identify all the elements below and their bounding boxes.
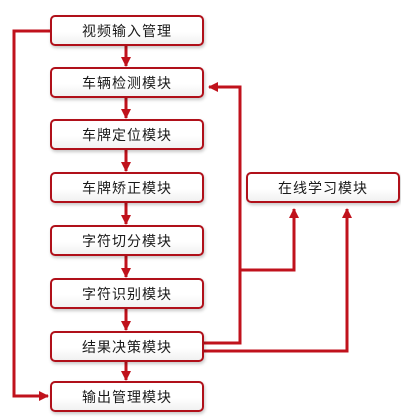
char-segment-label: 字符切分模块: [82, 233, 172, 250]
char-segment-module: 字符切分模块: [50, 225, 204, 256]
char-recognize-module: 字符识别模块: [50, 278, 204, 309]
plate-locate-label: 车牌定位模块: [82, 127, 172, 144]
output-manage-module: 输出管理模块: [50, 381, 204, 412]
online-learning-module: 在线学习模块: [246, 172, 400, 203]
video-input-module: 视频输入管理: [50, 15, 204, 46]
vehicle-detect-label: 车辆检测模块: [82, 75, 172, 92]
result-decision-module: 结果决策模块: [50, 331, 204, 362]
arrow-video-bypass-to-output: [12, 29, 50, 401]
video-input-label: 视频输入管理: [82, 23, 172, 40]
arrow-decision-to-learning: [204, 208, 352, 353]
plate-correct-label: 车牌矫正模块: [82, 180, 172, 197]
arrow-decision-feedback-to-detect: [204, 82, 242, 345]
result-decision-label: 结果决策模块: [82, 339, 172, 356]
plate-locate-module: 车牌定位模块: [50, 119, 204, 150]
arrow-feedback-to-learning: [240, 208, 299, 272]
online-learning-label: 在线学习模块: [278, 180, 368, 197]
vehicle-detect-module: 车辆检测模块: [50, 67, 204, 98]
plate-correct-module: 车牌矫正模块: [50, 172, 204, 203]
output-manage-label: 输出管理模块: [82, 389, 172, 406]
char-recognize-label: 字符识别模块: [82, 286, 172, 303]
